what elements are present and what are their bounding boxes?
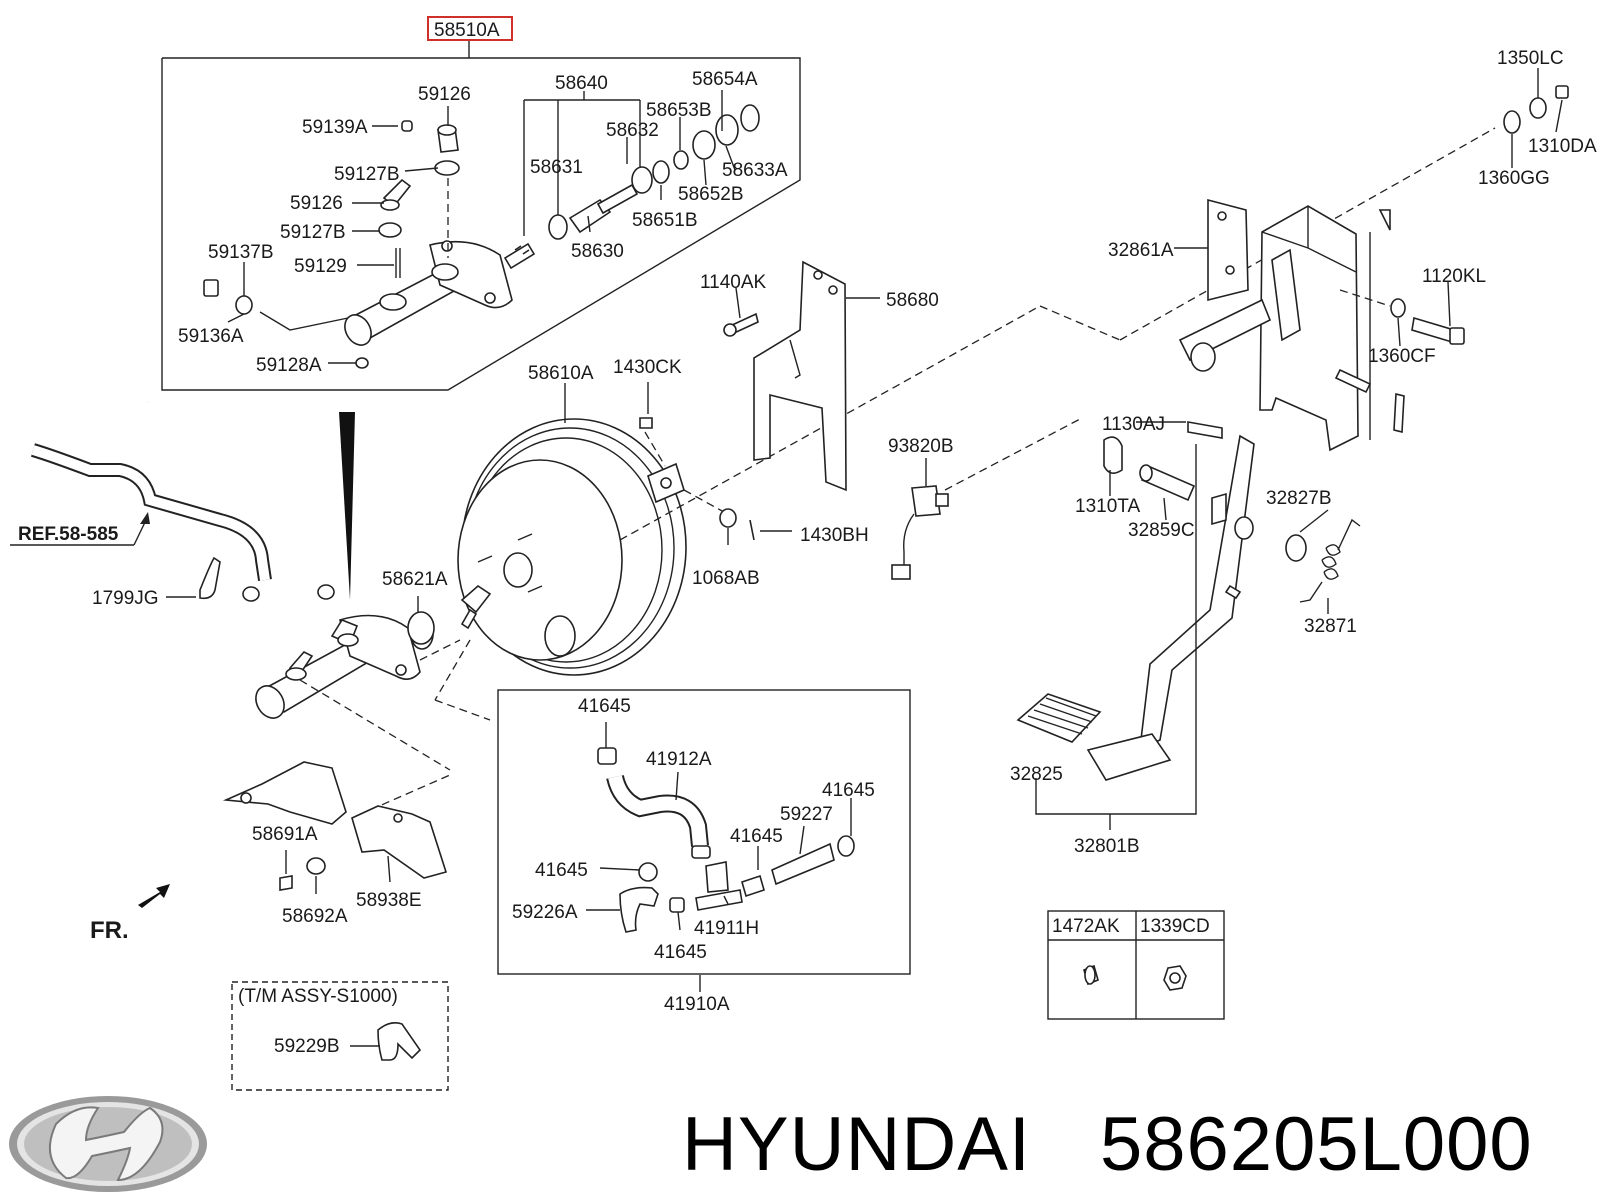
label-58652B: 58652B [678, 184, 744, 205]
label-ref-58-585: REF.58-585 [18, 524, 119, 545]
wedge-indicator [339, 412, 355, 600]
label-41645-a: 41645 [578, 696, 631, 717]
label-1350LC: 1350LC [1497, 48, 1564, 69]
label-1068AB: 1068AB [692, 568, 760, 589]
label-59126-mid: 59126 [290, 193, 343, 214]
label-59229B: 59229B [274, 1036, 340, 1057]
label-59129: 59129 [294, 256, 347, 277]
label-58633A: 58633A [722, 160, 788, 181]
label-58653B: 58653B [646, 100, 712, 121]
hose-box [497, 689, 911, 975]
label-58610A: 58610A [528, 363, 594, 384]
label-1360CF: 1360CF [1368, 346, 1436, 367]
label-59226A: 59226A [512, 902, 578, 923]
label-32871: 32871 [1304, 616, 1357, 637]
label-41910A: 41910A [664, 994, 730, 1015]
label-41911H: 41911H [694, 918, 759, 939]
brake-booster [457, 417, 687, 676]
label-59126-top: 59126 [418, 84, 471, 105]
label-58691A: 58691A [252, 824, 318, 845]
label-93820B: 93820B [888, 436, 954, 457]
fr-arrow-icon [138, 884, 170, 908]
label-58651B: 58651B [632, 210, 698, 231]
label-1430BH: 1430BH [800, 525, 869, 546]
label-59136A: 59136A [178, 326, 244, 347]
label-41645-e: 41645 [654, 942, 707, 963]
label-1140AK: 1140AK [700, 272, 767, 293]
label-58621A: 58621A [382, 569, 448, 590]
label-1430CK: 1430CK [613, 357, 682, 378]
brand-name: HYUNDAI [682, 1102, 1031, 1187]
label-58654A: 58654A [692, 69, 758, 90]
label-32801B: 32801B [1074, 836, 1140, 857]
label-1130AJ: 1130AJ [1102, 414, 1165, 435]
part-labels: 58510A 59126 59139A 58640 58654A 58653B … [18, 20, 1597, 1057]
label-41645-b: 41645 [822, 780, 875, 801]
label-58631: 58631 [530, 157, 583, 178]
label-41645-c: 41645 [730, 826, 783, 847]
vacuum-hoses [586, 722, 855, 992]
label-1799JG: 1799JG [92, 588, 159, 609]
bracket-58938E [222, 761, 448, 894]
label-1310TA: 1310TA [1075, 496, 1140, 517]
label-1120KL: 1120KL [1422, 266, 1486, 287]
label-58938E: 58938E [356, 890, 422, 911]
label-tm-assy: (T/M ASSY-S1000) [238, 986, 398, 1007]
part-number: 586205L000 [1100, 1102, 1533, 1187]
label-59127B-mid: 59127B [280, 222, 346, 243]
pedal-bracket-32861A [1174, 68, 1569, 452]
label-58692A: 58692A [282, 906, 348, 927]
label-59227: 59227 [780, 804, 833, 825]
master-cylinder-assembled [255, 614, 434, 719]
highlight-box-58510A [427, 16, 513, 41]
ref-pipes [10, 396, 335, 602]
table-header-1472AK: 1472AK [1052, 916, 1120, 937]
label-32825: 32825 [1010, 764, 1063, 785]
bracket-58680 [723, 260, 880, 492]
master-cylinder-exploded [203, 104, 760, 369]
pedal-32801B [1016, 421, 1361, 830]
label-32859C: 32859C [1128, 520, 1195, 541]
label-1360GG: 1360GG [1478, 168, 1550, 189]
label-59128A: 59128A [256, 355, 322, 376]
leaders-box [227, 90, 736, 364]
label-1310DA: 1310DA [1528, 136, 1597, 157]
label-59137B: 59137B [208, 242, 274, 263]
label-59127B-top: 59127B [334, 164, 400, 185]
label-41912A: 41912A [646, 749, 712, 770]
label-41645-d: 41645 [535, 860, 588, 881]
label-32827B: 32827B [1266, 488, 1332, 509]
label-fr: FR. [90, 917, 129, 944]
label-59139A: 59139A [302, 117, 368, 138]
table-header-1339CD: 1339CD [1140, 916, 1210, 937]
hose-59229B [377, 1022, 422, 1061]
label-32861A: 32861A [1108, 240, 1174, 261]
label-58630: 58630 [571, 241, 624, 262]
master-cylinder-box [161, 57, 801, 391]
leaders-booster [407, 382, 792, 645]
tm-assy-box [231, 981, 449, 1091]
brake-switch-93820B [891, 458, 949, 580]
hyundai-logo [9, 1096, 207, 1192]
label-58510A: 58510A [434, 20, 500, 41]
label-58680: 58680 [886, 290, 939, 311]
label-58640: 58640 [555, 73, 608, 94]
label-58632: 58632 [606, 120, 659, 141]
fastener-table [1047, 910, 1225, 1020]
